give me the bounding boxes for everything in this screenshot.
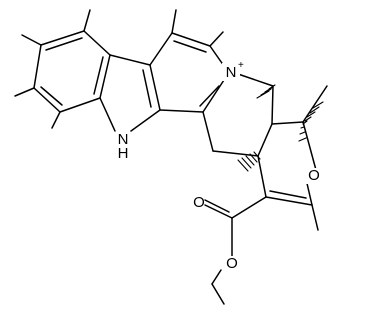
bond-cring-3: [257, 123, 273, 157]
pyridinium-nitrogen-label: N: [226, 64, 237, 81]
bond-pyrrole-3: [130, 109, 161, 132]
bond-set: [14, 9, 328, 305]
bond-benzene-2: [33, 44, 42, 89]
bond-ester-carbonyl-inner: [204, 199, 230, 213]
ring-oxygen-label: O: [308, 167, 320, 184]
bond-pyran-4-inner: [269, 190, 307, 199]
bond-pyridine-5: [159, 109, 204, 113]
bond-h-c5: [171, 9, 177, 34]
bond-pyridine-4: [202, 79, 225, 113]
bond-cring-1: [237, 73, 274, 87]
bond-ester-1: [231, 196, 267, 219]
bond-pyridine-1: [149, 32, 173, 66]
bond-pyrrole-2: [149, 64, 161, 111]
bond-benzene-4: [59, 97, 101, 113]
bond-benzene-5: [99, 54, 111, 99]
hash-bond-h-lower: [237, 151, 261, 172]
bond-cring-2: [271, 85, 274, 125]
bond-h-c2: [21, 34, 42, 46]
bond-benzene-3: [33, 87, 61, 113]
indole-nitrogen-label: N: [118, 131, 129, 148]
bond-h-c6: [209, 31, 224, 47]
bond-benzene-3-inner: [40, 86, 63, 106]
bond-benzene-1-inner: [45, 37, 83, 51]
bond-methyl-h: [302, 85, 328, 123]
bond-benzene-1: [40, 30, 85, 46]
hash-bond-methyl: [302, 101, 324, 125]
hash-bond-h-upper: [256, 84, 276, 99]
bond-pyrrole-2-inner: [142, 69, 152, 108]
bond-pyridine-3: [209, 45, 225, 67]
bond-pyrrole-1: [109, 54, 151, 66]
pyridinium-charge-label: +: [238, 60, 244, 71]
bond-h-c7: [311, 204, 319, 231]
bond-pyran-2: [302, 121, 317, 171]
bond-ester-carbonyl: [204, 204, 233, 219]
bond-ester-3: [211, 269, 222, 285]
bond-ester-methyl-h: [211, 283, 225, 305]
bond-pyran-1: [271, 121, 304, 125]
bond-pyridine-2-inner: [173, 40, 207, 53]
bond-h-c4: [51, 111, 61, 129]
ester-methoxy-oxygen-label: O: [226, 255, 238, 272]
bond-h-c1: [83, 9, 91, 32]
bond-pyridine-4-inner: [199, 85, 220, 107]
atom-label-set: N H N + O O O: [112, 60, 323, 272]
ester-carbonyl-oxygen-label: O: [193, 194, 205, 211]
bond-pyran-4: [265, 196, 313, 206]
bond-benzene-6: [83, 30, 111, 56]
bond-pyrrole-4: [99, 97, 116, 132]
bond-h-c3: [14, 87, 35, 97]
stereo-bond-set: [237, 84, 324, 172]
bond-pyran-5: [257, 155, 267, 198]
bond-cring-5: [202, 111, 214, 152]
hash-bond-ring-h: [298, 126, 307, 142]
indole-hydrogen-label: H: [118, 145, 129, 162]
bond-pyridine-2: [171, 32, 211, 47]
bond-benzene-5-inner: [93, 56, 104, 95]
